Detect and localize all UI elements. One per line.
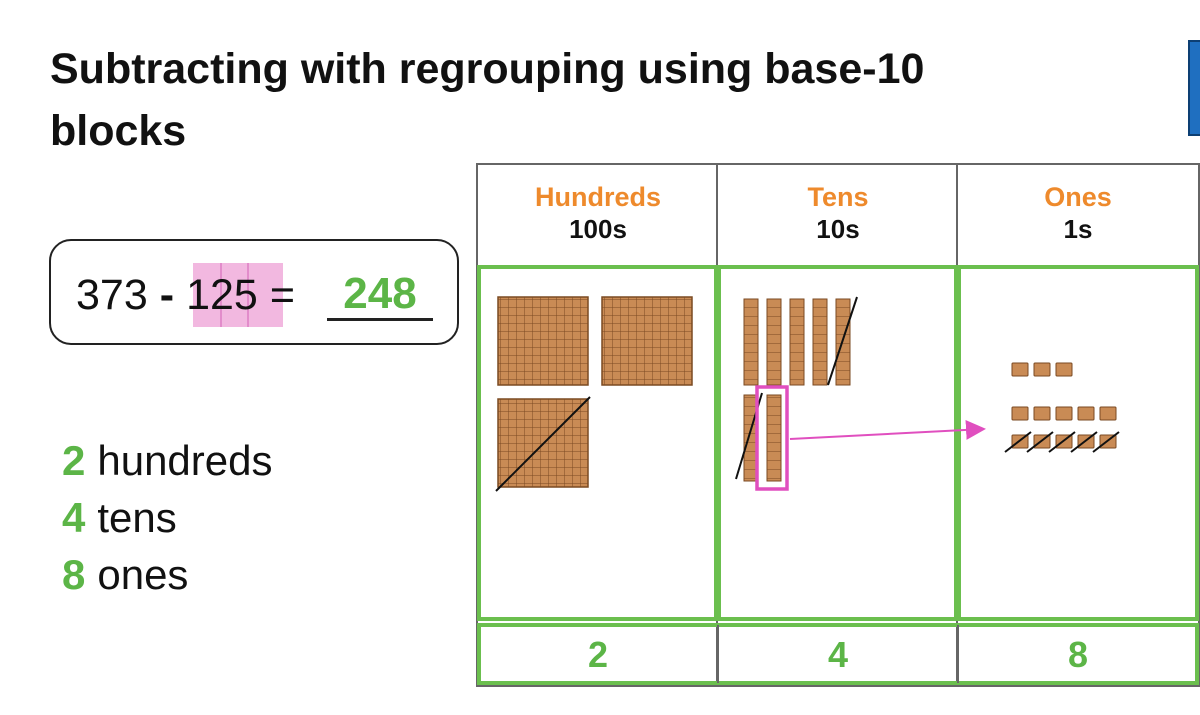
ten-rod-block: [743, 298, 759, 386]
one-cube-block: [1011, 406, 1029, 421]
one-cube-block: [1055, 406, 1073, 421]
cross-out-line: [1092, 431, 1120, 453]
regroup-highlight: [755, 385, 789, 491]
equals-sign: =: [269, 271, 295, 319]
ten-rod-block: [789, 298, 805, 386]
summary-label: hundreds: [97, 437, 273, 484]
ten-rod-block: [766, 394, 782, 482]
cross-out-line: [1004, 431, 1032, 453]
answer-ones: 8: [1067, 634, 1089, 675]
cross-out-line: [1070, 431, 1098, 453]
answer-hundreds: 2: [587, 634, 609, 675]
column-name: Tens: [807, 182, 869, 212]
one-cube-block: [1099, 406, 1117, 421]
summary-count: 8: [62, 551, 86, 598]
cross-out-line: [827, 296, 858, 386]
page-title: Subtracting with regrouping using base-1…: [50, 45, 925, 155]
one-cube-block: [1033, 362, 1051, 377]
equation: 373-125=: [76, 268, 295, 322]
subtrahend-highlight: [193, 263, 283, 327]
summary-count: 4: [62, 494, 86, 541]
column-name: Hundreds: [534, 182, 661, 212]
one-cube-block: [1011, 362, 1029, 377]
column-unit: 1s: [1063, 214, 1093, 244]
cross-out-line: [1048, 431, 1076, 453]
one-cube-block: [1033, 406, 1051, 421]
equation-answer: 248: [327, 266, 433, 321]
answer-tens: 4: [827, 634, 849, 675]
summary-label: ones: [97, 551, 189, 598]
regroup-arrow: [789, 419, 986, 440]
hundred-flat-block: [497, 296, 589, 386]
header-hundreds: Hundreds 100s: [478, 163, 718, 265]
slide-corner-decoration: [1188, 40, 1200, 136]
header-tens: Tens 10s: [718, 163, 958, 265]
place-value-chart: Hundreds 100s Tens 10s Ones 1s 2 4 8: [476, 163, 1200, 687]
highlight-divider: [220, 263, 222, 327]
minuend: 373: [76, 271, 148, 319]
column-unit: 10s: [816, 214, 860, 244]
header-ones: Ones 1s: [958, 163, 1198, 265]
highlight-divider: [247, 263, 249, 327]
one-cube-block: [1055, 362, 1073, 377]
subtrahend-digit: 1: [186, 271, 210, 319]
summary-label: tens: [97, 494, 177, 541]
cross-out-line: [1026, 431, 1054, 453]
ten-rod-block: [812, 298, 828, 386]
minus-sign: -: [159, 271, 175, 319]
summary-count: 2: [62, 437, 86, 484]
subtrahend-digit: 5: [233, 271, 258, 319]
ten-rod-block: [766, 298, 782, 386]
equation-box: [49, 239, 459, 345]
subtrahend-digit: 2: [210, 271, 234, 319]
cross-out-line: [495, 396, 591, 492]
place-value-grid: [476, 163, 1200, 687]
hundred-flat-block: [601, 296, 693, 386]
one-cube-block: [1077, 406, 1095, 421]
column-unit: 100s: [569, 214, 627, 244]
column-name: Ones: [1044, 182, 1112, 212]
